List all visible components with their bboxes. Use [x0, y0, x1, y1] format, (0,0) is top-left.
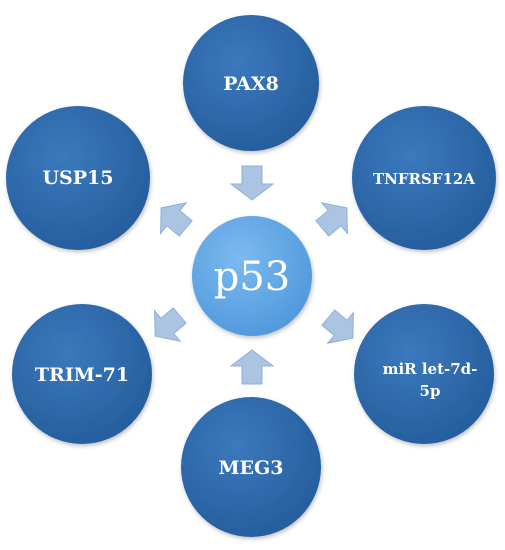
- node-bottom-right: miR let-7d- 5p: [354, 304, 494, 444]
- node-label-mir-line2: 5p: [420, 382, 441, 400]
- node-label-trim71: TRIM-71: [35, 364, 129, 386]
- node-top-right: TNFRSF12A: [352, 106, 496, 250]
- node-label-mir-line1: miR let-7d-: [383, 360, 478, 378]
- center-label-p53: p53: [214, 254, 291, 300]
- node-label-meg3: MEG3: [219, 457, 284, 479]
- node-bottom-left: TRIM-71: [12, 304, 152, 444]
- node-top: PAX8: [183, 15, 319, 151]
- arrow-from-top: [229, 165, 275, 201]
- arrow-from-bottom-right: [321, 309, 354, 344]
- node-top-left: USP15: [6, 106, 150, 250]
- node-label-usp15: USP15: [42, 167, 113, 189]
- node-bottom: MEG3: [181, 397, 321, 537]
- arrow-from-top-left: [160, 202, 193, 237]
- arrow-from-bottom-left: [154, 307, 187, 342]
- node-center: p53: [192, 216, 312, 336]
- arrow-from-top-right: [315, 202, 348, 237]
- node-label-tnfrsf12a: TNFRSF12A: [373, 170, 475, 188]
- node-label-pax8: PAX8: [223, 73, 279, 95]
- arrow-from-bottom: [229, 349, 275, 385]
